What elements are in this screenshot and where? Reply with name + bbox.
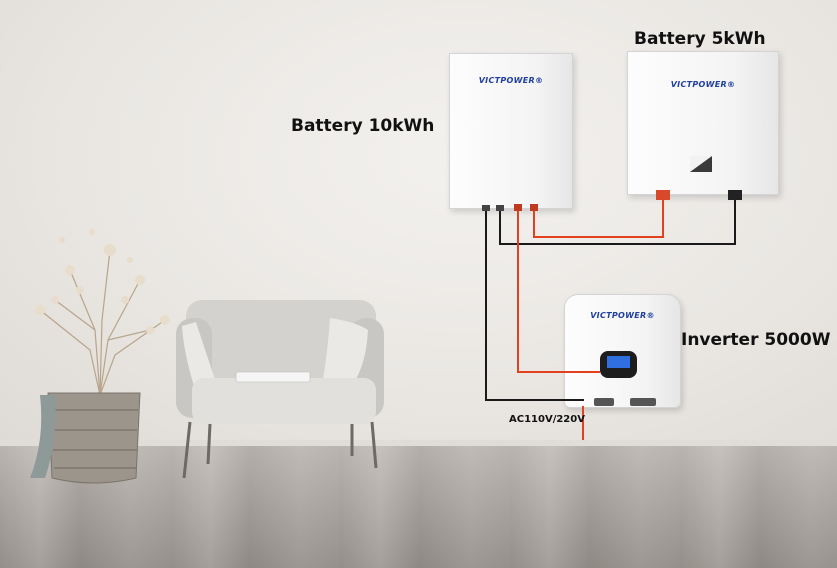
basket [30, 392, 141, 484]
armchair [176, 300, 384, 479]
battery-10kwh-label: Battery 10kWh [291, 116, 435, 136]
battery-10kwh-unit: VICTPOWER® [449, 53, 573, 209]
battery-10-terminals [482, 204, 538, 211]
negative-cables [485, 200, 736, 401]
positive-terminal [656, 190, 670, 200]
inverter-details [594, 351, 656, 406]
brand-logo: VICTPOWER® [478, 76, 544, 85]
baseboard [0, 440, 837, 446]
positive-cables [517, 200, 664, 440]
plant-blossoms [35, 229, 170, 334]
battery-5-details [656, 156, 742, 200]
negative-terminal [728, 190, 742, 200]
floor [0, 446, 837, 568]
battery-5kwh-label: Battery 5kWh [634, 29, 766, 49]
inverter-display-screen [607, 356, 630, 368]
brand-logo: VICTPOWER® [590, 311, 655, 320]
brand-logo: VICTPOWER® [670, 80, 736, 89]
ac-output-label: AC110V/220V [509, 414, 585, 425]
inverter-label: Inverter 5000W [681, 330, 831, 350]
